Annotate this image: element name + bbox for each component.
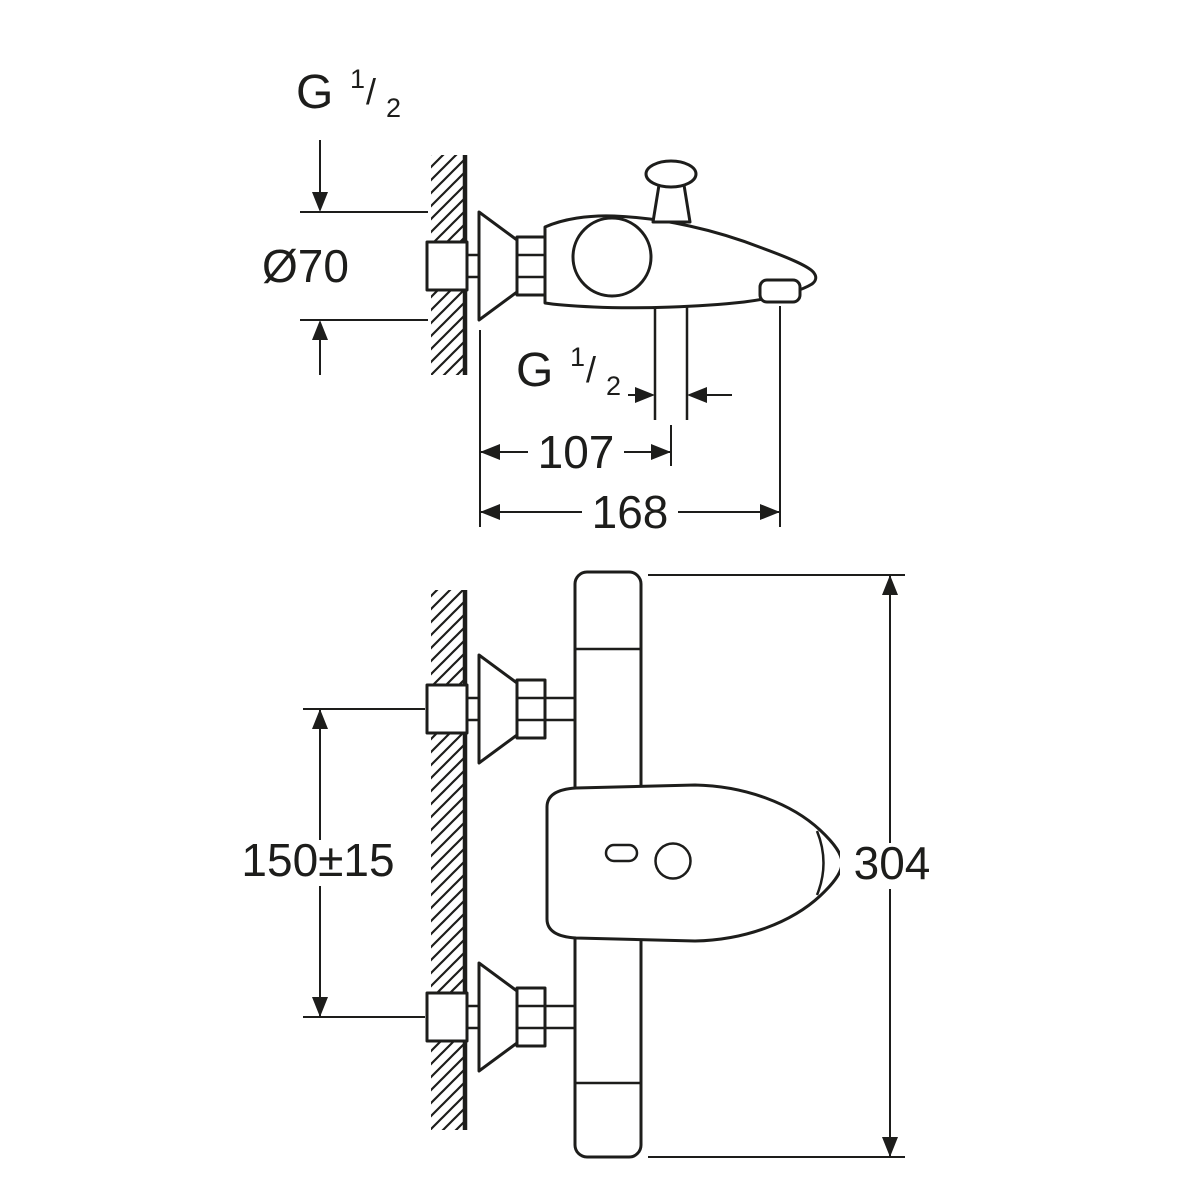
dimension-wall-to-hose: 107 [479,330,672,527]
diverter-button [654,842,692,880]
inlet-thread-label: G 1 / 2 [296,46,401,123]
dimension-escutcheon-diameter: Ø70 [262,211,428,375]
arrowhead-down [312,192,328,212]
hex-nut [515,678,547,740]
dimension-wall-to-spout: 168 [480,306,781,538]
dimension-inlet-thread: G 1 / 2 [296,46,401,212]
arrowhead-up [312,320,328,340]
escutcheon [477,210,519,322]
escutcheon [477,653,519,765]
arrowhead-left [687,387,707,403]
spout-aerator [758,278,802,304]
arrowhead-right [760,504,780,520]
label-mask [840,843,944,889]
dim-304-label: 304 [854,837,931,889]
dim-107-label: 107 [538,426,615,478]
spout-end-line [815,830,825,896]
dim-168-label: 168 [592,486,669,538]
arrowhead-right [635,387,655,403]
diverter-stem [651,183,692,224]
hex-nut [515,986,547,1048]
union-nut [425,683,469,735]
diameter-label: Ø70 [262,240,349,292]
dimension-outlet-thread: G 1 / 2 [516,324,732,403]
spout-body [545,783,844,943]
arrowhead-right [651,444,671,460]
diverter-knob [644,159,698,189]
label-mask [528,429,624,475]
arrowhead-up [312,709,328,729]
arrowhead-down [312,997,328,1017]
mixer-body-top-view [543,159,818,420]
hex-nut [515,235,547,297]
mixer-body-front-view [545,570,844,1159]
wall-section-front-view [431,590,468,1130]
wall-hatching [431,590,465,1130]
label-mask [232,840,408,886]
label-mask [582,489,678,535]
thermostat-knob [571,216,653,298]
arrowhead-up [882,575,898,595]
upper-inlet-connection [425,653,575,765]
front-view: 150±15 304 [232,570,944,1159]
arrowhead-left [480,444,500,460]
outlet-thread-label: G 1 / 2 [516,324,621,401]
escutcheon [477,961,519,1073]
lower-inlet-connection [425,961,575,1073]
inlet-connection-top-view [425,210,547,322]
arrowhead-left [480,504,500,520]
dimension-inlet-centres: 150±15 [232,708,425,1018]
dim-150-label: 150±15 [241,834,394,886]
top-view: G 1 / 2 Ø70 G 1 / 2 [262,46,818,538]
union-nut [425,991,469,1043]
arrowhead-down [882,1137,898,1157]
dimension-overall-height: 304 [648,574,944,1158]
union-nut [425,240,469,292]
indicator-slot [604,843,639,863]
